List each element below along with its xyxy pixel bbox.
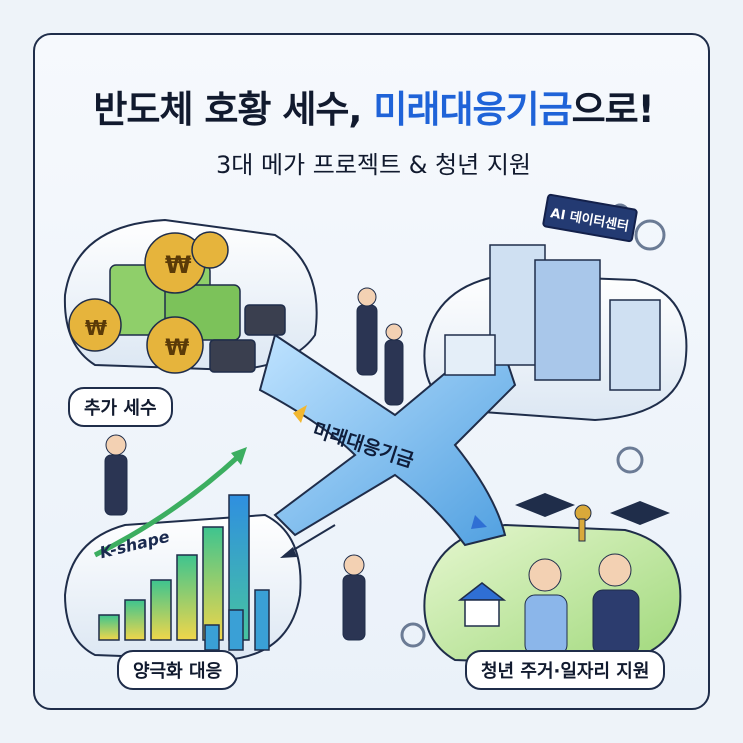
data-center-buildings — [444, 244, 661, 391]
person-suit — [384, 339, 404, 406]
people — [104, 287, 640, 656]
chip-icon — [209, 339, 256, 373]
graduation-cap-icon — [515, 493, 670, 525]
key-icon — [574, 504, 592, 542]
page-title: 반도체 호황 세수, 미래대응기금으로! — [35, 79, 708, 133]
arrow-icon — [471, 515, 487, 529]
title-accent: 미래대응기금 — [373, 88, 572, 131]
building-icon — [609, 299, 661, 391]
person-suit — [104, 454, 128, 516]
money-bag-icon — [146, 316, 204, 374]
chip-icon — [244, 304, 286, 336]
title-main: 반도체 호황 세수, — [93, 88, 374, 131]
money-pile — [68, 231, 286, 374]
person-man — [592, 589, 640, 656]
central-flow-road — [258, 333, 517, 547]
house-icon — [457, 582, 507, 627]
page-subtitle: 3대 메가 프로젝트 & 청년 지원 — [215, 151, 531, 179]
won-sign-icon: ₩ — [85, 316, 107, 340]
label-youth-support: 청년 주거·일자리 지원 — [465, 650, 666, 690]
arrow-icon — [280, 547, 297, 558]
building-icon — [444, 334, 496, 376]
poster-card: ₩ ₩ ₩ — [33, 33, 710, 710]
title-suffix: 으로! — [571, 88, 655, 131]
k-shape-chart — [98, 494, 270, 651]
building-icon — [534, 259, 601, 381]
person-suit — [342, 574, 366, 641]
person-woman — [524, 594, 568, 656]
label-extra-tax: 추가 세수 — [68, 387, 173, 427]
money-bag-icon — [68, 298, 122, 352]
growth-arrow — [93, 453, 242, 558]
money-bag-icon — [191, 231, 229, 269]
label-polarization: 양극화 대응 — [117, 650, 239, 690]
person-suit — [356, 304, 378, 376]
won-sign-icon: ₩ — [165, 336, 189, 361]
scene-illustration: ₩ ₩ ₩ — [63, 203, 688, 667]
arrow-icon — [293, 405, 307, 423]
won-sign-icon: ₩ — [165, 251, 192, 279]
